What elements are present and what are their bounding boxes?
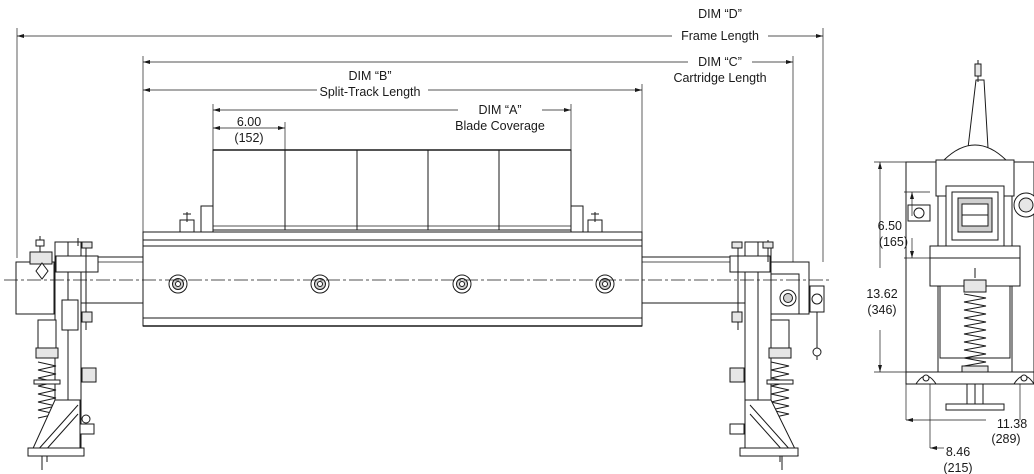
cartridge (142, 231, 643, 327)
width-outer-mm: (289) (991, 432, 1020, 446)
width-outer-inches: 11.38 (997, 417, 1027, 431)
side-base (905, 371, 1034, 448)
dim-c-dimension: DIM “C” Cartridge Length (142, 55, 794, 300)
cartridge-bolts (168, 274, 615, 294)
width-inner-mm: (215) (943, 461, 972, 474)
dim-d-description: Frame Length (681, 29, 759, 43)
height-upper-inches: 6.50 (878, 219, 902, 233)
side-frame (905, 144, 1034, 373)
blade-width-mm: (152) (234, 131, 263, 145)
side-spring (961, 279, 989, 410)
blade-width-inches: 6.00 (237, 115, 261, 129)
dim-c-label: DIM “C” (698, 55, 742, 69)
support-tube (80, 256, 745, 304)
height-upper-mm: (165) (879, 235, 908, 249)
height-total-mm: (346) (867, 303, 896, 317)
height-dimensions: 13.62 (346) 6.50 (165) (866, 161, 930, 373)
front-view: DIM “D” Frame Length DIM “C” Cartridge L… (4, 7, 832, 470)
dim-b-dimension: DIM “B” Split-Track Length (143, 69, 643, 232)
left-mount (15, 236, 99, 470)
height-total-inches: 13.62 (866, 287, 897, 301)
dim-c-description: Cartridge Length (673, 71, 766, 85)
blade-assembly (212, 149, 572, 231)
dim-a-description: Blade Coverage (455, 119, 545, 133)
dim-b-label: DIM “B” (348, 69, 391, 83)
dim-a-label: DIM “A” (478, 103, 521, 117)
tensioner-arm (967, 60, 989, 149)
side-view: 13.62 (346) 6.50 (165) 11.38 (289) 8.46 … (866, 60, 1034, 474)
dim-b-description: Split-Track Length (320, 85, 421, 99)
right-mount (729, 240, 825, 470)
dim-d-label: DIM “D” (698, 7, 742, 21)
blade-width-dimension: 6.00 (152) (213, 115, 286, 150)
dim-a-dimension: DIM “A” Blade Coverage (212, 103, 572, 150)
width-inner-inches: 8.46 (946, 445, 970, 459)
width-dimensions: 11.38 (289) 8.46 (215) (906, 417, 1027, 474)
dim-d-dimension: DIM “D” Frame Length (16, 7, 824, 262)
